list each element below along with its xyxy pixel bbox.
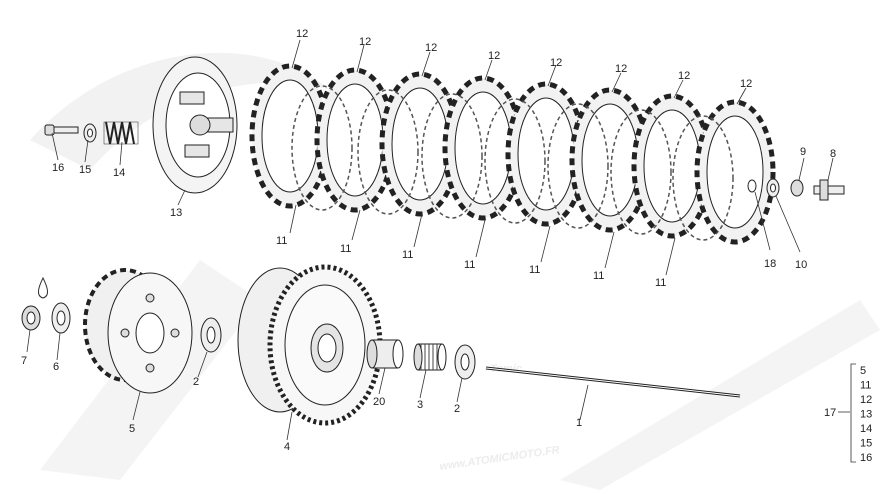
- clutch-basket-4: [237, 264, 383, 426]
- callout-12-f: 12: [615, 63, 627, 75]
- pushrod-1: [485, 366, 741, 398]
- callout-11-e: 11: [529, 264, 540, 276]
- callout-12-d: 12: [488, 50, 500, 62]
- callout-12-e: 12: [550, 57, 562, 69]
- kit-item-list: 5 11 12 13 14 15 16: [860, 365, 872, 464]
- callout-11-b: 11: [340, 243, 351, 255]
- callout-9: 9: [800, 146, 806, 158]
- kit-item-5: 5: [860, 365, 866, 377]
- washer-2-left: [200, 317, 222, 353]
- callout-5: 5: [129, 423, 135, 435]
- callout-12-a: 12: [296, 28, 308, 40]
- washer-6: [51, 302, 71, 334]
- oil-drop-icon: [38, 276, 48, 299]
- friction-plates-12: [249, 63, 776, 245]
- callout-18: 18: [764, 258, 776, 270]
- steel-plates-11: [291, 85, 734, 241]
- callout-13: 13: [170, 207, 182, 219]
- washer-15: [83, 123, 97, 143]
- callout-11-c: 11: [402, 249, 413, 261]
- kit-item-16: 16: [860, 452, 872, 464]
- kit-item-14: 14: [860, 423, 872, 435]
- callout-10: 10: [795, 259, 807, 271]
- callout-labels: 16 15 14 13 12 12 12 12 12 12 12 12 11 1…: [21, 28, 836, 453]
- callout-2-left: 2: [193, 376, 199, 388]
- callout-15: 15: [79, 164, 91, 176]
- spring-14: [103, 121, 139, 145]
- kit-item-15: 15: [860, 438, 872, 450]
- callout-12-g: 12: [678, 70, 690, 82]
- callout-12-b: 12: [359, 36, 371, 48]
- kit-item-11: 11: [860, 380, 871, 392]
- callout-11-g: 11: [655, 277, 666, 289]
- bushing-20: [366, 339, 404, 369]
- bolt-16: [44, 124, 79, 136]
- leader-lines: [26, 39, 856, 463]
- clutch-hub-5: [83, 268, 193, 394]
- callout-11-a: 11: [276, 235, 287, 247]
- callout-8: 8: [830, 148, 836, 160]
- callout-11-d: 11: [464, 259, 475, 271]
- callout-20: 20: [373, 396, 385, 408]
- pressure-plate-13: [152, 56, 238, 194]
- callout-7: 7: [21, 355, 27, 367]
- needle-bearing-3: [413, 343, 447, 371]
- callout-16: 16: [52, 162, 64, 174]
- callout-4: 4: [284, 441, 290, 453]
- callout-6: 6: [53, 361, 59, 373]
- kit-label: 17: [824, 407, 836, 419]
- kit-item-13: 13: [860, 409, 872, 421]
- callout-3: 3: [417, 399, 423, 411]
- callout-2-right: 2: [454, 403, 460, 415]
- callout-11-f: 11: [593, 270, 604, 282]
- nut-7: [21, 305, 41, 331]
- callout-1: 1: [576, 417, 582, 429]
- callout-14: 14: [113, 167, 125, 179]
- small-parts-right: [747, 178, 845, 201]
- kit-item-12: 12: [860, 394, 872, 406]
- kit-callout-17: 17 5 11 12 13 14 15 16: [824, 365, 872, 464]
- callout-12-c: 12: [425, 42, 437, 54]
- washer-2-right: [454, 344, 476, 380]
- watermark-site: www.ATOMICMOTO.FR: [439, 444, 561, 473]
- callout-12-h: 12: [740, 78, 752, 90]
